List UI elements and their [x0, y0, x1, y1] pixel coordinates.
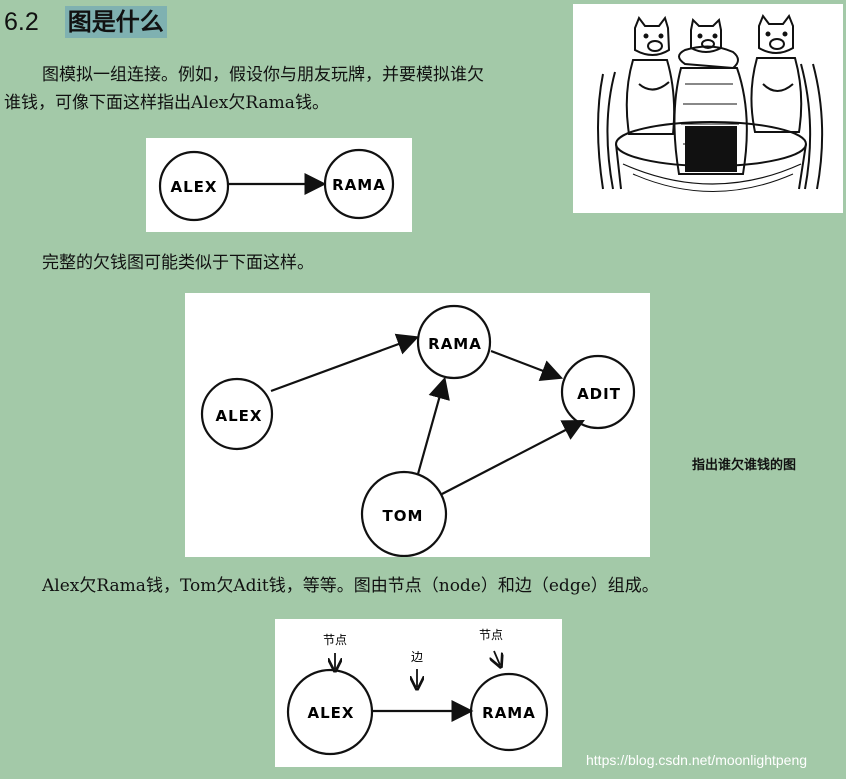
figure-3-node-edge: 节点 边 节点 ALEX RAMA [275, 619, 562, 767]
pig-characters-drawing [597, 13, 824, 192]
node-label-tom: TOM [383, 507, 424, 525]
figure-2-caption: 指出谁欠谁钱的图 [692, 458, 797, 473]
node-circle [360, 470, 448, 558]
edge-tom-adit [441, 419, 585, 495]
label-node-left: 节点 [323, 633, 347, 647]
node-label-rama: RAMA [482, 704, 536, 722]
card-game-illustration [573, 4, 843, 213]
node-label-rama: RAMA [428, 335, 482, 353]
label-edge: 边 [411, 650, 423, 664]
paragraph-1-line-1: 图模拟一组连接。例如，假设你与朋友玩牌，并要模拟谁欠 [42, 65, 484, 85]
edge-alex-rama [270, 333, 420, 393]
edge-rama-adit [490, 349, 564, 381]
section-title: 图是什么 [64, 6, 167, 38]
figure-1-alex-rama: ALEX RAMA [146, 138, 412, 232]
node-label-rama: RAMA [332, 176, 386, 194]
paragraph-3: Alex欠Rama钱，Tom欠Adit钱，等等。图由节点（node）和边（edg… [42, 576, 659, 596]
label-node-right: 节点 [479, 628, 503, 642]
node-label-adit: ADIT [577, 385, 621, 403]
paragraph-2: 完整的欠钱图可能类似于下面这样。 [42, 253, 314, 273]
node-circle [200, 377, 274, 451]
node-label-alex: ALEX [308, 704, 355, 722]
node-circle [560, 354, 636, 430]
node-circle [158, 150, 230, 222]
watermark-url: https://blog.csdn.net/moonlightpeng [586, 752, 808, 768]
edge-tom-rama [416, 376, 450, 475]
figure-2-debt-graph: ALEX RAMA ADIT TOM [185, 293, 650, 558]
section-number: 6.2 [4, 7, 39, 36]
section-heading: 6.2 图是什么 [4, 4, 167, 40]
paragraph-1-line-2: 谁钱，可像下面这样指出Alex欠Rama钱。 [4, 93, 329, 113]
pointer-node-right-icon [494, 650, 500, 665]
node-label-alex: ALEX [216, 407, 263, 425]
node-label-alex: ALEX [171, 178, 218, 196]
